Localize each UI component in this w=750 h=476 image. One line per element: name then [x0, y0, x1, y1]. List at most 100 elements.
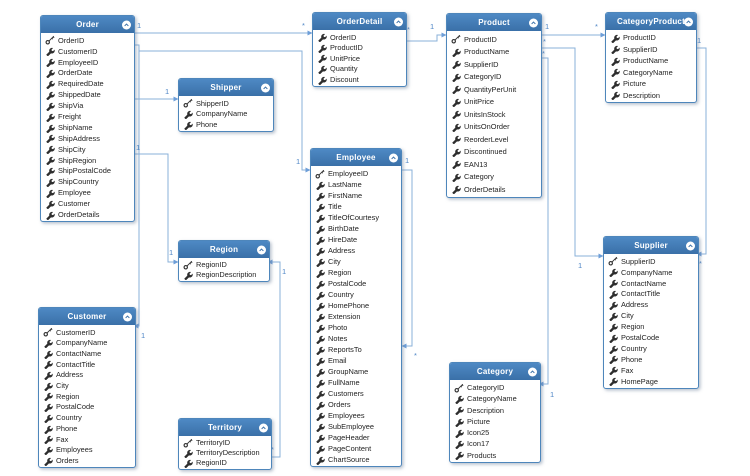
field-row[interactable]: UnitPrice	[313, 53, 406, 64]
field-row[interactable]: CompanyName	[179, 109, 273, 120]
field-row[interactable]: Address	[39, 370, 135, 381]
field-row[interactable]: City	[311, 256, 401, 267]
field-row[interactable]: OrderDate	[41, 68, 134, 79]
connector-orderdetail-product[interactable]: *1	[405, 22, 447, 42]
field-row[interactable]: Country	[39, 413, 135, 424]
table-header-shipper[interactable]: Shipper	[179, 79, 273, 96]
field-row[interactable]: Icon25	[450, 427, 540, 438]
field-row[interactable]: CompanyName	[604, 267, 698, 278]
field-row[interactable]: Discount	[313, 74, 406, 85]
field-row[interactable]: Notes	[311, 333, 401, 344]
connector-territory-region[interactable]: *1	[267, 259, 286, 458]
field-row[interactable]: ProductID	[606, 32, 696, 44]
field-row[interactable]: ShipRegion	[41, 155, 134, 166]
field-row[interactable]: City	[604, 310, 698, 321]
field-row[interactable]: SupplierID	[604, 256, 698, 267]
field-row[interactable]: CategoryName	[450, 393, 540, 404]
table-header-order[interactable]: Order	[41, 16, 134, 33]
field-row[interactable]: Region	[311, 267, 401, 278]
field-row[interactable]: ShipAddress	[41, 133, 134, 144]
field-row[interactable]: UnitPrice	[447, 96, 541, 109]
field-row[interactable]: SupplierID	[447, 58, 541, 71]
field-row[interactable]: Employee	[41, 187, 134, 198]
field-row[interactable]: Customer	[41, 198, 134, 209]
field-row[interactable]: Country	[604, 343, 698, 354]
connector-order-region[interactable]: 11	[133, 143, 179, 265]
field-row[interactable]: RegionDescription	[179, 270, 269, 280]
field-row[interactable]: ProductID	[313, 43, 406, 54]
table-header-customer[interactable]: Customer	[39, 308, 135, 325]
field-row[interactable]: Products	[450, 450, 540, 461]
field-row[interactable]: UnitsInStock	[447, 108, 541, 121]
field-row[interactable]: BirthDate	[311, 223, 401, 234]
field-row[interactable]: ContactName	[39, 348, 135, 359]
field-row[interactable]: ShipperID	[179, 98, 273, 109]
connector-order-shipper[interactable]: *1	[129, 87, 179, 102]
field-row[interactable]: Fax	[604, 365, 698, 376]
table-header-orderdetail[interactable]: OrderDetail	[313, 13, 406, 30]
connector-line[interactable]	[405, 32, 447, 42]
field-row[interactable]: SupplierID	[606, 44, 696, 56]
field-row[interactable]: Email	[311, 355, 401, 366]
field-row[interactable]: Picture	[450, 416, 540, 427]
field-row[interactable]: Photo	[311, 322, 401, 333]
field-row[interactable]: RegionID	[179, 260, 269, 270]
field-row[interactable]: TitleOfCourtesy	[311, 212, 401, 223]
field-row[interactable]: GroupName	[311, 366, 401, 377]
field-row[interactable]: ProductID	[447, 33, 541, 46]
collapse-button[interactable]	[528, 367, 537, 376]
field-row[interactable]: RegionID	[179, 458, 271, 468]
field-row[interactable]: ContactTitle	[39, 359, 135, 370]
connector-product-categoryproduct[interactable]: 1*	[540, 22, 606, 38]
field-row[interactable]: OrderDetails	[41, 209, 134, 220]
collapse-button[interactable]	[261, 83, 270, 92]
field-row[interactable]: Description	[450, 405, 540, 416]
field-row[interactable]: Employees	[311, 410, 401, 421]
field-row[interactable]: Category	[447, 171, 541, 184]
field-row[interactable]: CompanyName	[39, 338, 135, 349]
field-row[interactable]: Freight	[41, 111, 134, 122]
field-row[interactable]: Title	[311, 201, 401, 212]
field-row[interactable]: Address	[604, 300, 698, 311]
field-row[interactable]: EAN13	[447, 158, 541, 171]
field-row[interactable]: SubEmployee	[311, 421, 401, 432]
field-row[interactable]: Phone	[179, 119, 273, 130]
table-header-region[interactable]: Region	[179, 241, 269, 258]
field-row[interactable]: ContactTitle	[604, 289, 698, 300]
field-row[interactable]: ReportsTo	[311, 344, 401, 355]
field-row[interactable]: ShipCity	[41, 144, 134, 155]
field-row[interactable]: Employees	[39, 445, 135, 456]
field-row[interactable]: LastName	[311, 179, 401, 190]
field-row[interactable]: CategoryID	[447, 71, 541, 84]
field-row[interactable]: ShipPostalCode	[41, 166, 134, 177]
field-row[interactable]: OrderDetails	[447, 183, 541, 196]
field-row[interactable]: QuantityPerUnit	[447, 83, 541, 96]
field-row[interactable]: RequiredDate	[41, 79, 134, 90]
field-row[interactable]: HomePhone	[311, 300, 401, 311]
field-row[interactable]: TerritoryID	[179, 438, 271, 448]
field-row[interactable]: CustomerID	[39, 327, 135, 338]
field-row[interactable]: FullName	[311, 377, 401, 388]
field-row[interactable]: ChartSource	[311, 454, 401, 465]
collapse-button[interactable]	[122, 20, 131, 29]
field-row[interactable]: Fax	[39, 434, 135, 445]
field-row[interactable]: CategoryName	[606, 67, 696, 79]
connector-line[interactable]	[540, 47, 604, 259]
field-row[interactable]: PostalCode	[39, 402, 135, 413]
table-header-category[interactable]: Category	[450, 363, 540, 380]
field-row[interactable]: ShipName	[41, 122, 134, 133]
field-row[interactable]: Address	[311, 245, 401, 256]
field-row[interactable]: ShipCountry	[41, 177, 134, 188]
connector-order-orderdetail[interactable]: 1*	[133, 21, 313, 36]
field-row[interactable]: Quantity	[313, 64, 406, 75]
table-header-categoryproduct[interactable]: CategoryProduct	[606, 13, 696, 30]
field-row[interactable]: PostalCode	[311, 278, 401, 289]
